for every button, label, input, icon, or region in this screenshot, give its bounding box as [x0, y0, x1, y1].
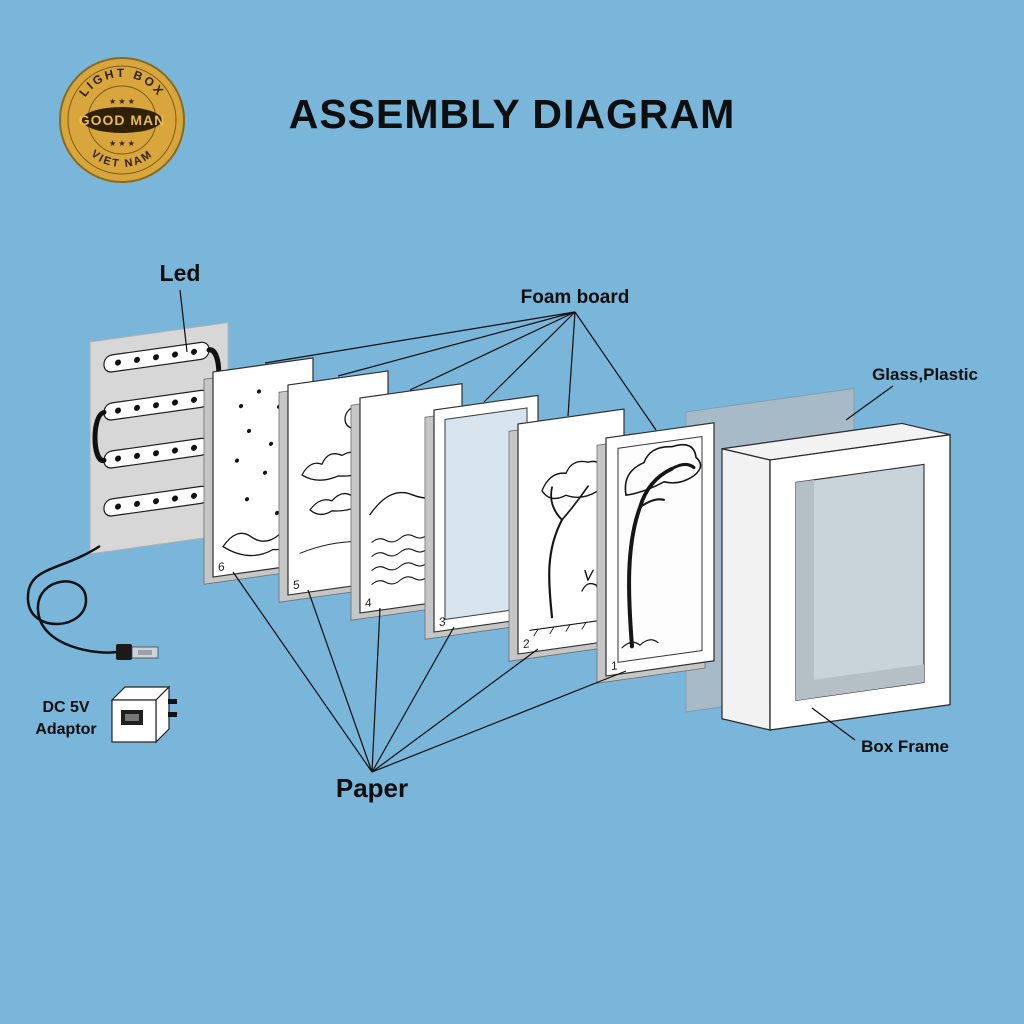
logo-center-band	[82, 107, 162, 133]
logo-center-text: GOOD MAN	[79, 112, 166, 128]
paper-leader-lines	[232, 571, 627, 773]
logo-stars-top: ★ ★ ★	[109, 97, 135, 106]
box-window	[795, 463, 925, 701]
led-label: Led	[160, 260, 201, 286]
foam-board-label: Foam board	[521, 287, 630, 308]
logo-ring-outer	[67, 65, 177, 175]
brand-logo: LIGHT BOX VIET NAM ★ ★ ★ GOOD MAN ★ ★ ★	[59, 57, 185, 183]
usb-plug	[116, 644, 159, 660]
adaptor-prong	[168, 699, 177, 704]
box-inner-wall	[796, 664, 924, 701]
box-left-face	[721, 447, 771, 731]
adaptor-prong	[168, 712, 177, 717]
frame-number: 3	[439, 614, 446, 629]
frame-number: 4	[365, 595, 372, 610]
frame-number: 6	[218, 559, 225, 574]
glass-plastic-label: Glass,Plastic	[872, 365, 978, 384]
adaptor-label-line2: Adaptor	[35, 721, 96, 738]
paper-layer-1: 1	[596, 422, 715, 684]
glass-leader-line	[845, 385, 894, 421]
led-panel	[89, 322, 229, 555]
led-strip-connector	[92, 410, 107, 464]
box-frame-label: Box Frame	[861, 737, 949, 756]
box-frame	[721, 422, 951, 731]
power-adaptor	[110, 685, 177, 744]
adaptor-usb-tongue	[125, 714, 139, 721]
foam-board-leader-lines	[264, 311, 657, 431]
frame-number: 1	[611, 658, 618, 673]
frame-number: 5	[293, 577, 300, 592]
box-inner-wall	[796, 479, 814, 701]
logo-stars-bottom: ★ ★ ★	[109, 139, 135, 148]
adaptor-label-line1: DC 5V	[42, 699, 89, 716]
led-leader-line	[179, 289, 188, 353]
page-title: ASSEMBLY DIAGRAM	[289, 91, 736, 137]
power-cable	[26, 544, 117, 654]
frame-number: 2	[523, 636, 530, 651]
paper-art-tree	[621, 443, 702, 649]
paper-label: Paper	[336, 773, 408, 803]
box-frame-leader-line	[811, 707, 856, 741]
